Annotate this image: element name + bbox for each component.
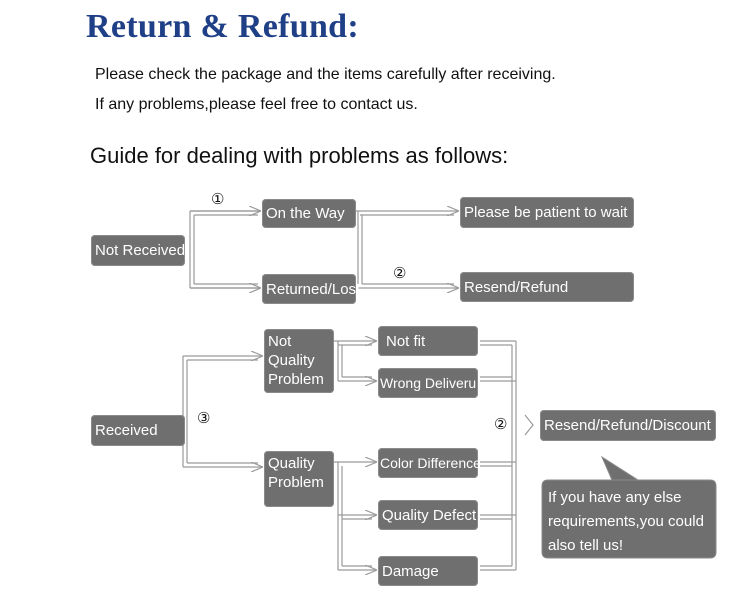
- box-on-the-way: On the Way: [262, 199, 356, 228]
- box-returned-lost: Returned/Lost: [262, 274, 360, 304]
- box-not-fit: Not fit: [378, 326, 478, 356]
- instruction-line-1: Please check the package and the items c…: [95, 66, 556, 83]
- box-quality-defect: Quality Defect: [378, 500, 478, 530]
- box-outcome: Resend/Refund/Discount: [540, 410, 716, 441]
- box-color-difference: Color Difference: [378, 448, 481, 478]
- page-title: Return & Refund:: [86, 8, 360, 45]
- box-not-quality-problem: Not Quality Problem: [264, 329, 334, 393]
- step-3-marker: ③: [197, 410, 211, 427]
- instruction-line-2: If any problems,please feel free to cont…: [95, 96, 418, 113]
- box-quality-problem: Quality Problem: [264, 451, 334, 507]
- note-text: If you have any else requirements,you co…: [548, 489, 704, 554]
- box-be-patient: Please be patient to wait: [460, 197, 634, 228]
- speech-bubble: [541, 455, 717, 559]
- step-1-marker: ①: [211, 191, 225, 208]
- guide-heading: Guide for dealing with problems as follo…: [90, 143, 509, 168]
- box-received: Received: [91, 415, 185, 446]
- box-wrong-delivery: Wrong Deliveru: [378, 368, 478, 398]
- connector-not-received: [189, 210, 260, 289]
- step-2-marker-bottom: ②: [494, 416, 508, 433]
- box-not-received: Not Received: [91, 235, 185, 266]
- step-2-marker-top: ②: [393, 265, 407, 282]
- box-damage: Damage: [378, 556, 478, 586]
- box-resend-refund: Resend/Refund: [460, 272, 634, 302]
